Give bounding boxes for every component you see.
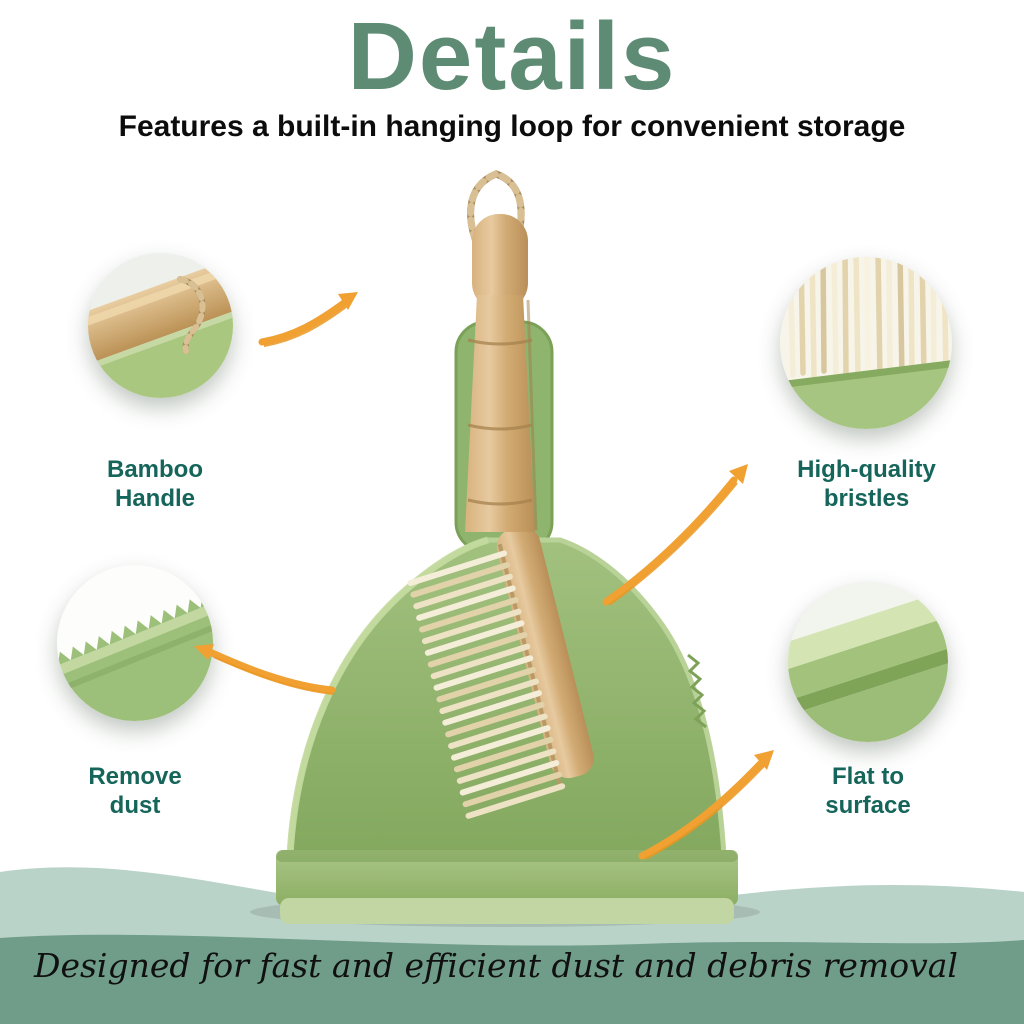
hanging-loop (467, 170, 525, 270)
remove-dust-arrow-icon (194, 644, 336, 696)
flat-surface-arrow-icon (638, 750, 774, 860)
flat-surface-photo (788, 582, 948, 742)
subtitle: Features a built-in hanging loop for con… (118, 110, 906, 143)
remove-dust-label: Remove dust (88, 763, 182, 820)
bristles-arrow-icon (602, 464, 748, 606)
dustpan-tray (276, 850, 738, 924)
bamboo-handle-photo (88, 253, 233, 398)
footer-caption: Designed for fast and efficient dust and… (34, 946, 958, 985)
page-title: Details (347, 3, 677, 110)
bamboo-handle (465, 214, 538, 532)
bristles-photo (780, 257, 952, 429)
dustpan-comb-teeth (687, 653, 707, 729)
bamboo-handle-label: Bamboo Handle (107, 456, 203, 513)
bamboo-handle-arrow-icon (258, 292, 358, 348)
dustpan-body (286, 320, 727, 859)
product-shadow (250, 897, 760, 927)
dustpan-handle (454, 320, 554, 554)
bristles-label: High-quality bristles (797, 456, 936, 513)
brush-bristles (407, 526, 594, 819)
flat-surface-label: Flat to surface (825, 763, 911, 820)
remove-dust-photo (57, 565, 213, 721)
